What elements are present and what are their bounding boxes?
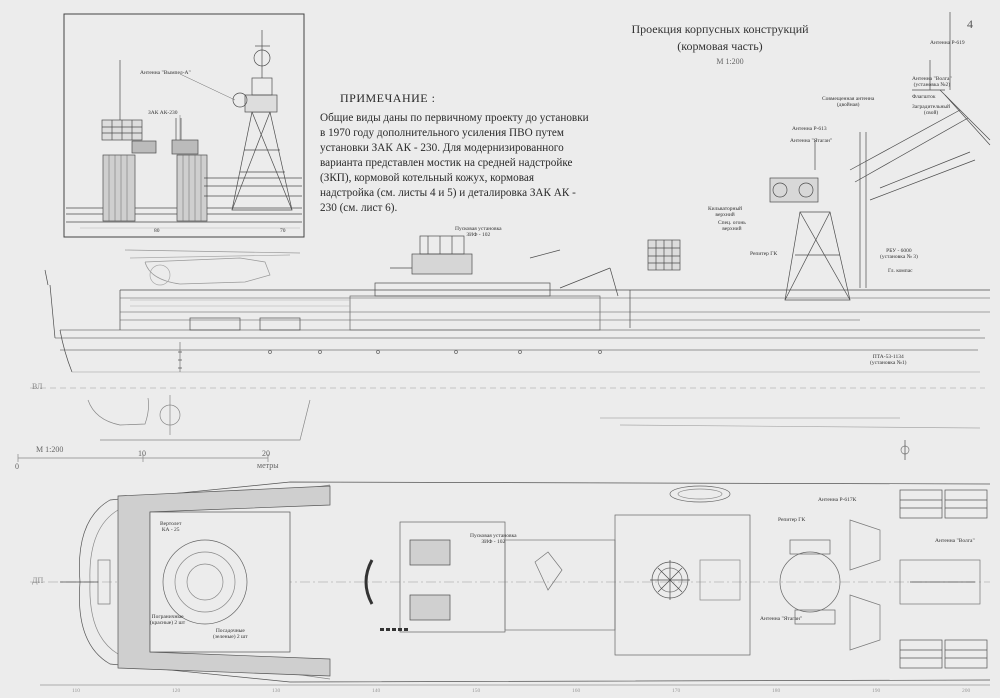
label-waterline: ВЛ — [32, 382, 43, 391]
label-gk: Гл. компас — [888, 268, 913, 274]
scale-unit: метры — [257, 461, 279, 470]
note-text: Общие виды даны по первичному проекту до… — [320, 112, 589, 214]
page-number: 4 — [967, 17, 973, 31]
scale-tick-20: 20 — [262, 449, 270, 458]
label-repeater-side: Репитер ГК — [750, 251, 778, 257]
label-combined: Совмещенная антенна (двойная) — [822, 96, 875, 109]
scale-bar-label: М 1:200 — [36, 445, 64, 454]
note-heading: ПРИМЕЧАНИЕ : — [340, 91, 436, 105]
inset-frame — [63, 13, 305, 238]
frame-120: 120 — [172, 688, 181, 694]
label-spec: Спец. огонь верхний — [718, 220, 746, 233]
inset-frame-right: 70 — [280, 228, 286, 234]
label-landing-lights: Посадочные (зеленые) 2 шт — [213, 628, 248, 641]
frame-110: 110 — [72, 688, 81, 694]
label-yatagan-plan: Антенна "Ятаган" — [760, 616, 803, 622]
inset-frame-left: 80 — [154, 228, 160, 234]
label-volga-plan: Антенна "Волга" — [935, 538, 975, 544]
label-barrier: Заградительный (свой) — [912, 104, 951, 117]
label-inset-antenna: Антенна "Вымпел-А" — [140, 70, 191, 76]
sheet-title: Проекция корпусных конструкций — [631, 22, 809, 36]
label-p613: Антенна Р-613 — [792, 126, 827, 132]
label-border-lights: Пограничные (красные) 2 шт — [150, 614, 186, 627]
label-repeater-plan: Репитер ГК — [778, 517, 806, 523]
frame-200: 200 — [962, 688, 971, 694]
label-kil: Кильваторный верхний — [708, 206, 743, 219]
sheet-scale: М 1:200 — [716, 57, 744, 66]
label-pta: ПТА-53-1134 (установка №1) — [870, 354, 907, 367]
label-centerline: ДП — [32, 576, 44, 585]
label-heli: Вертолет КА - 25 — [160, 521, 182, 534]
label-volga-side: Антенна "Волга" (установка №2) — [912, 76, 952, 89]
label-p617k: Антенна Р-617К — [818, 497, 857, 503]
frame-170: 170 — [672, 688, 681, 694]
label-launcher-side: Пусковая установка ЗИФ - 102 — [455, 226, 502, 239]
frame-140: 140 — [372, 688, 381, 694]
frame-130: 130 — [272, 688, 281, 694]
frame-190: 190 — [872, 688, 881, 694]
label-rbu: РБУ - 6000 (установка № 3) — [880, 248, 918, 261]
frame-160: 160 — [572, 688, 581, 694]
scale-tick-10: 10 — [138, 449, 146, 458]
sheet-subtitle: (кормовая часть) — [677, 39, 763, 53]
frame-150: 150 — [472, 688, 481, 694]
label-launcher-plan: Пусковая установка ЗИФ - 102 — [470, 533, 517, 546]
frame-180: 180 — [772, 688, 781, 694]
scale-tick-0: 0 — [15, 462, 19, 471]
label-yatagan-side: Антенна "Ятаган" — [790, 138, 833, 144]
label-flag: Флагшток — [912, 94, 936, 100]
label-p619: Антенна Р-619 — [930, 40, 965, 46]
label-inset-zak: ЗАК АК-230 — [148, 110, 178, 116]
